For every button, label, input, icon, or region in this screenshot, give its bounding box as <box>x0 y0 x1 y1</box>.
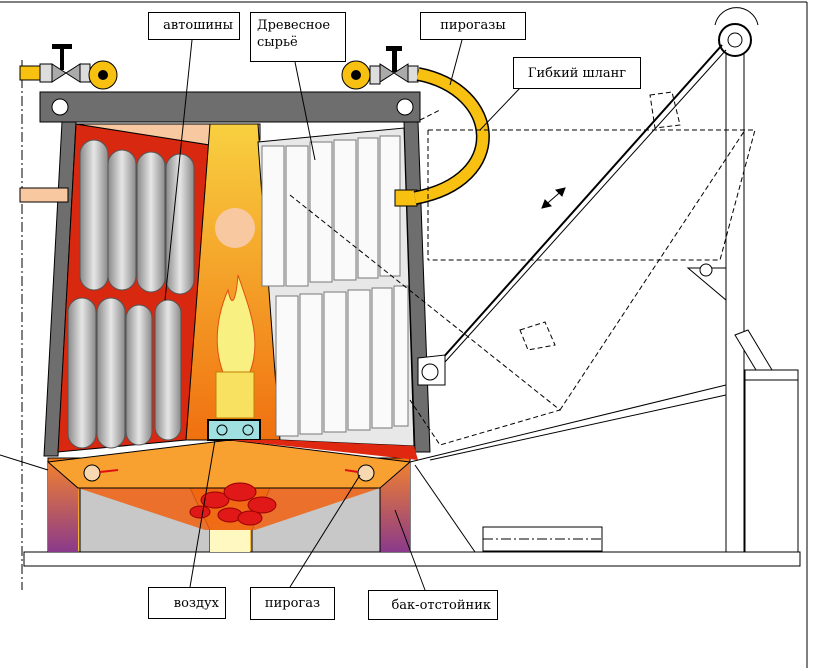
air-inlet-left <box>83 464 101 482</box>
pyrogas-outlet-right <box>357 464 375 482</box>
burning-coals <box>189 482 277 526</box>
label-pyrogas: пирогаз <box>250 587 335 620</box>
valve-left[interactable] <box>19 44 118 90</box>
label-flexible-hose: Гибкий шланг <box>513 57 641 89</box>
valve-right[interactable] <box>341 46 419 90</box>
counterweight-box <box>744 379 799 553</box>
label-tires: автошины <box>148 12 240 40</box>
tire-chamber <box>57 123 261 453</box>
cable <box>431 44 723 371</box>
gas-outlet-circle <box>215 208 255 248</box>
leader-lines <box>164 39 521 591</box>
crane-mast <box>725 39 745 553</box>
side-pipe-right <box>394 189 418 207</box>
label-wood: Древесное сырьё <box>250 12 346 62</box>
firebox <box>46 439 412 553</box>
hinge-right <box>396 98 414 116</box>
label-settling-tank: бак-отстойник <box>368 590 498 620</box>
combustion-channel <box>185 123 281 441</box>
crane <box>417 7 799 553</box>
flexible-hose <box>413 67 490 205</box>
wood-chamber <box>230 127 418 460</box>
ramp <box>0 384 727 553</box>
side-pipe-left <box>19 187 69 203</box>
wood-logs <box>261 135 409 437</box>
label-air: воздух <box>148 587 226 619</box>
hinge-left <box>51 98 69 116</box>
base-rail <box>23 551 801 567</box>
tilt-direction-arrow <box>541 187 566 209</box>
tires <box>67 139 195 449</box>
tilted-position-outline <box>289 91 756 446</box>
label-pyrogases: пирогазы <box>420 12 526 40</box>
lid <box>39 91 421 123</box>
